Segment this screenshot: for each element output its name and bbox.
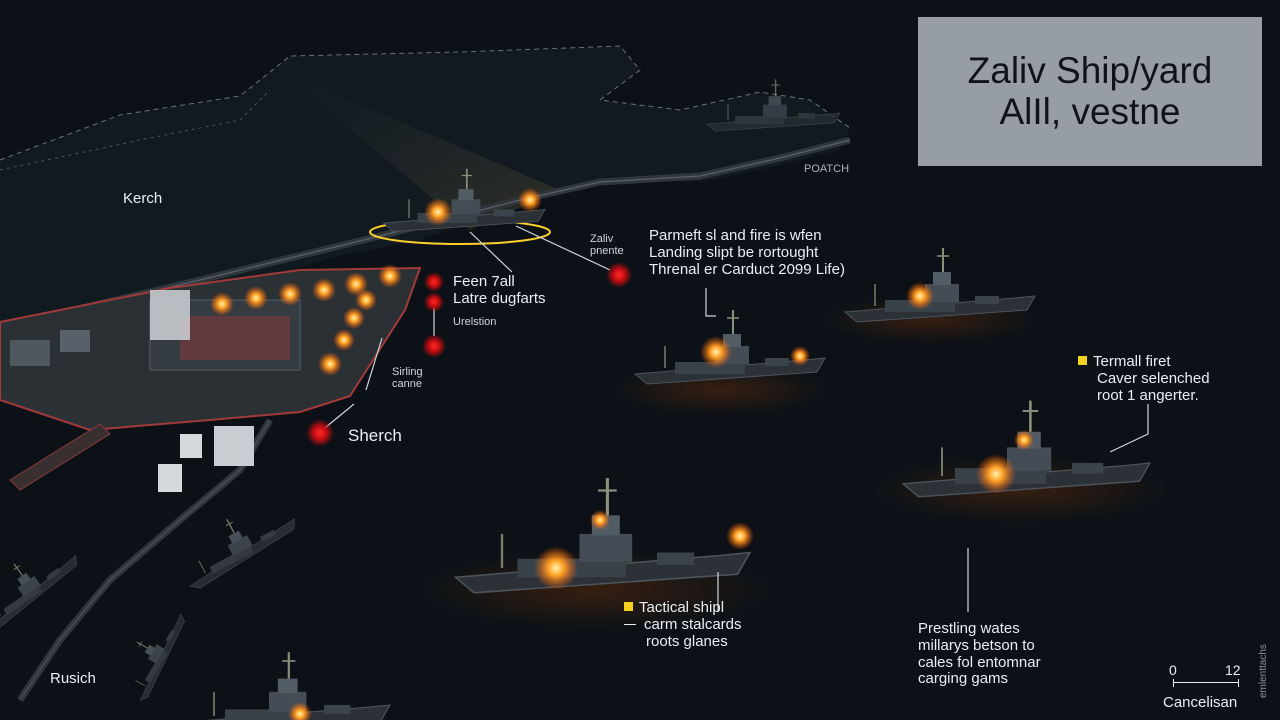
yard-building-2: [60, 330, 90, 352]
annotation-tactical-line1: Tactical shipl: [624, 599, 742, 617]
annotation-tactical-line3: roots glanes: [646, 632, 728, 650]
annotation-termall-line1: Termall firet: [1078, 353, 1210, 371]
ship-fleet-1: [610, 309, 830, 416]
map-title-line2: AlIl, vestne: [999, 90, 1181, 132]
scale-label: Cancelisan: [1163, 694, 1238, 711]
annotation-termall-line2: Caver selenched: [1097, 369, 1210, 387]
scale-bar: 0 12 Cancelisan: [1163, 662, 1275, 712]
scale-bar-line: [1173, 679, 1239, 687]
dash-marker-icon: [624, 623, 636, 625]
legend-swatch-icon: [1078, 356, 1087, 365]
annotation-parmeft-line3: Threnal er Carduct 2099 Life): [649, 260, 845, 278]
ship-fleet-4: [415, 476, 775, 630]
place-label-sirling: Sirling canne: [392, 366, 423, 391]
annotation-prestling-line1: Prestling wates: [918, 620, 1020, 637]
annotation-parmeft-line2: Landing slipt be rortought: [649, 243, 819, 261]
place-label-sherch: Sherch: [348, 426, 402, 445]
annotation-feen: Feen 7all Latre dugfarts: [453, 273, 546, 308]
place-label-zaliv: Zaliv pnente: [590, 233, 624, 258]
border-line-inner: [0, 89, 271, 171]
annotation-parmeft-line1: Parmeft sl and fire is wfen: [649, 227, 822, 244]
annotation-feen-line2: Latre dugfarts: [453, 289, 546, 307]
dry-dock-hull: [180, 316, 290, 360]
scale-tick-start: 0: [1169, 662, 1177, 678]
annotation-termall: Termall firet Caver selenched root 1 ang…: [1078, 353, 1210, 404]
storage-block-2: [158, 464, 182, 492]
yard-building: [10, 340, 50, 366]
scale-tick-end: 12: [1225, 662, 1241, 678]
map-title-line1: Zaliv Ship/yard: [967, 49, 1213, 91]
place-label-rusich: Rusich: [50, 670, 96, 687]
incident-markers: [306, 262, 632, 447]
annotation-tactical: Tactical shipl carm stalcards roots glan…: [624, 599, 742, 650]
yard-crane-cab: [150, 290, 190, 340]
annotation-prestling-line2: millarys betson to: [918, 636, 1035, 654]
ship-lead-burning: [369, 167, 551, 245]
leader-lines: [319, 225, 1149, 612]
place-label-poatch: POATCH: [804, 163, 850, 175]
annotation-tactical-line1-text: Tactical shipl: [639, 599, 725, 616]
storage-block: [180, 434, 202, 458]
annotation-prestling-line3: cales fol entomnar: [918, 653, 1041, 671]
place-label-sirling-line2: canne: [392, 378, 422, 391]
ship-bottom-partial: [179, 651, 392, 720]
annotation-prestling: Prestling wates millarys betson to cales…: [918, 620, 1041, 688]
place-label-zaliv-line1: Zaliv: [590, 233, 614, 245]
place-label-sirling-line1: Sirling: [392, 366, 423, 378]
place-label-urelstion: Urelstion: [453, 316, 497, 328]
search-beam: [280, 70, 560, 230]
ship-fleet-2: [820, 247, 1040, 344]
annotation-termall-line3: root 1 angerter.: [1097, 386, 1199, 404]
side-credit: emlenttachs: [1258, 644, 1269, 698]
annotation-prestling-line4: carging gams: [918, 670, 1009, 688]
annotation-parmeft: Parmeft sl and fire is wfen Landing slip…: [649, 227, 845, 278]
dock-light-chain: [210, 264, 402, 376]
place-label-kerch: Kerch: [123, 190, 163, 207]
annotation-tactical-line2-text: carm stalcards: [644, 615, 742, 633]
legend-swatch-icon: [624, 602, 633, 611]
storage-block-3: [214, 426, 254, 466]
annotation-tactical-line2: carm stalcards: [624, 615, 742, 634]
annotation-termall-line1-text: Termall firet: [1093, 353, 1171, 370]
coastal-road-line: [39, 139, 851, 319]
border-line: [0, 45, 851, 161]
ship-fleet-3: [870, 399, 1170, 524]
place-label-zaliv-line2: pnente: [590, 245, 624, 258]
annotation-feen-line1: Feen 7all: [453, 273, 515, 290]
map-title-box: Zaliv Ship/yard AlIl, vestne: [918, 17, 1262, 166]
yard-jetty: [9, 423, 111, 491]
